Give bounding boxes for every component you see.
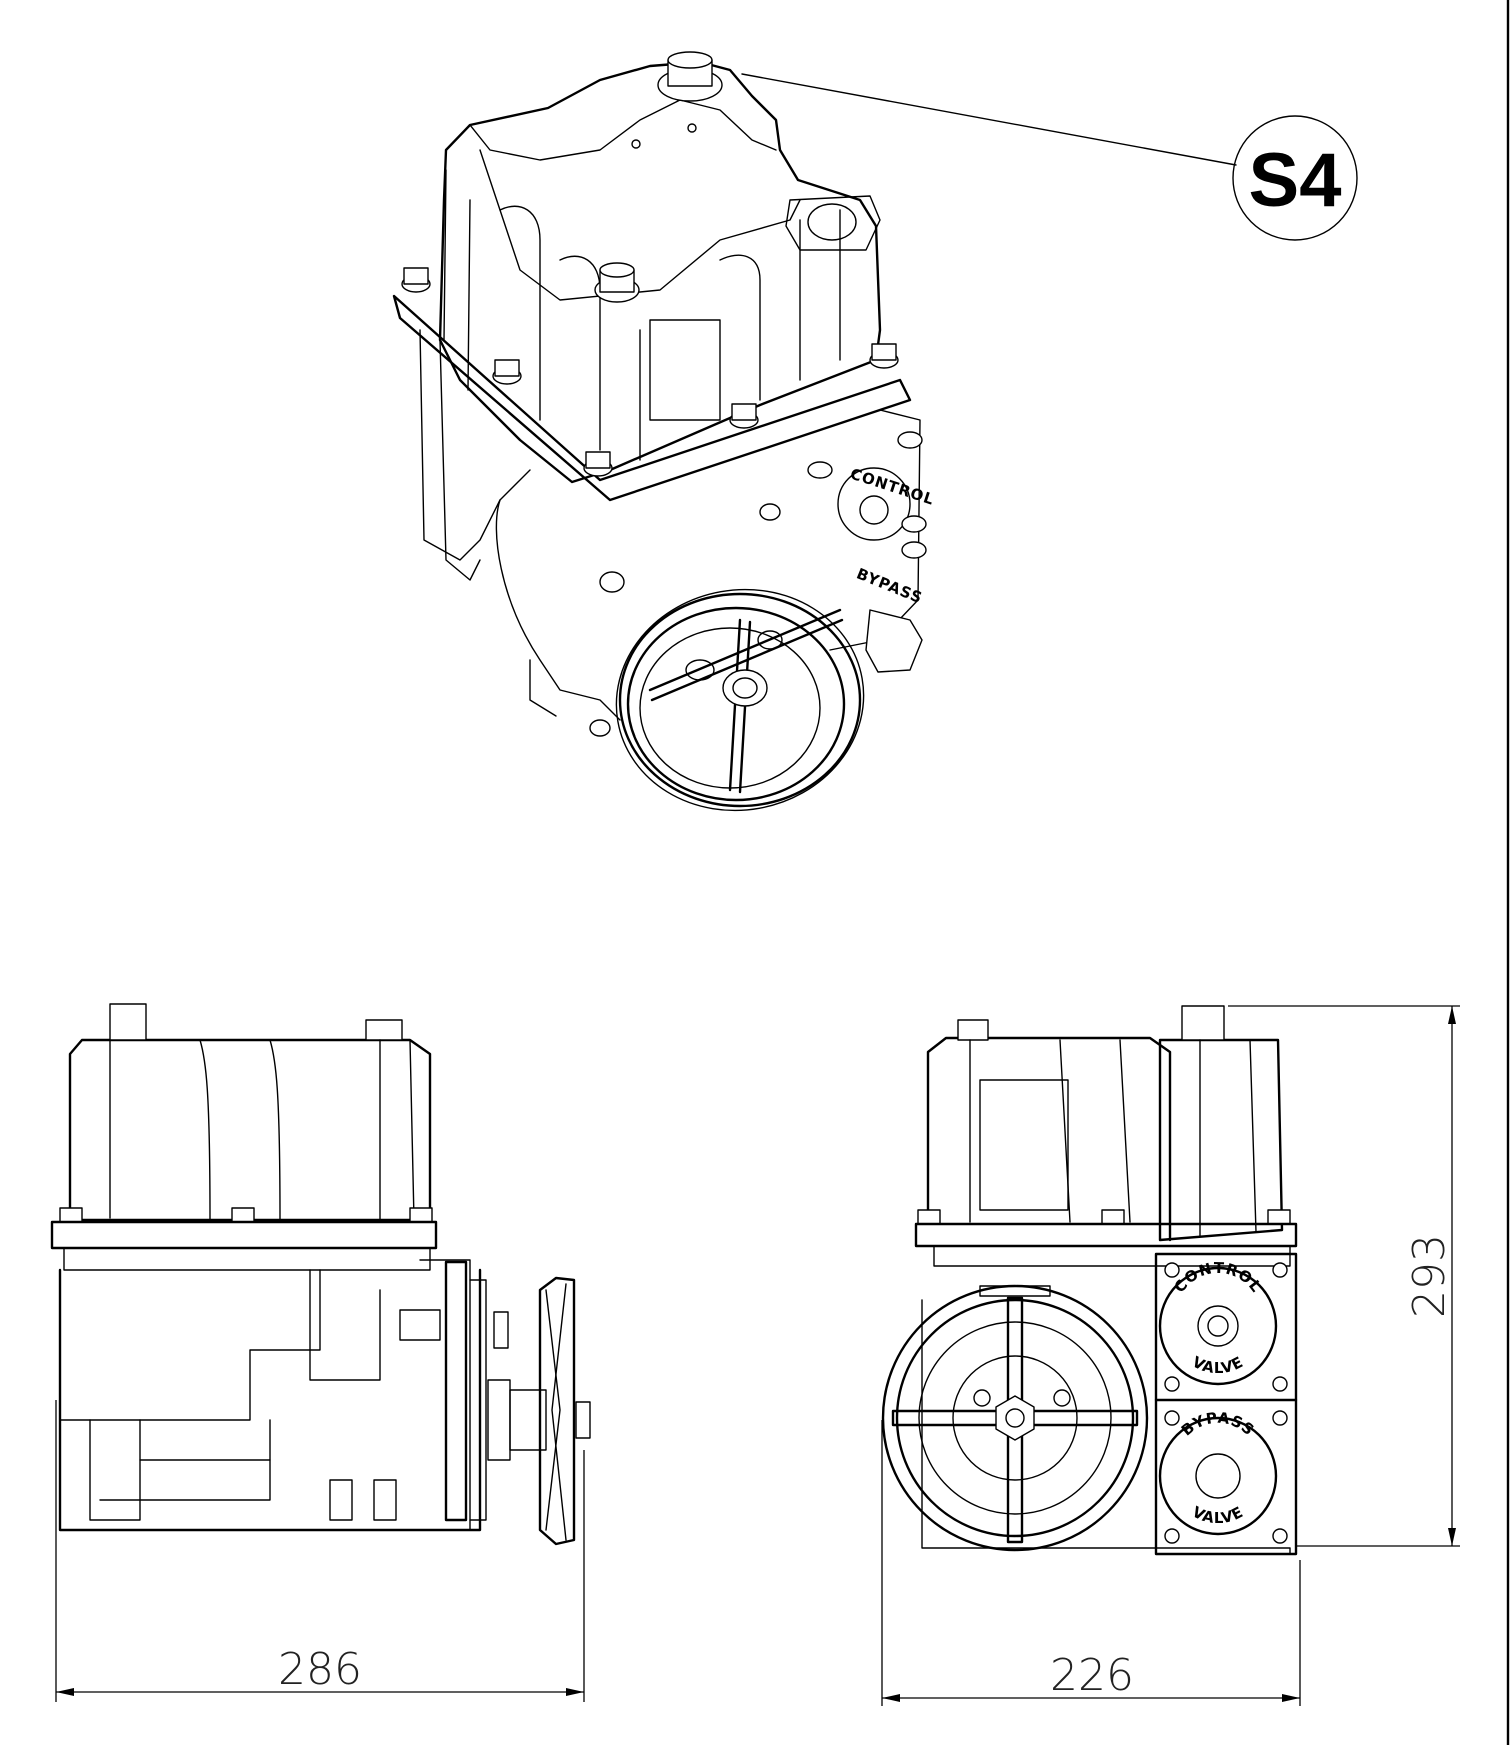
front-height-value: 293 [1404,1234,1455,1318]
front-width-dimension: 226 [881,1420,1301,1706]
front-width-value: 226 [1050,1650,1134,1701]
iso-bypass-label: BYPASS [854,565,925,608]
mounting-flange [392,294,912,502]
callout-label: S4 [1249,138,1342,223]
front-height-dimension: 293 [1228,1005,1460,1547]
side-view [50,1003,591,1546]
front-flange [914,1222,1298,1248]
side-top-plug [109,1003,147,1041]
front-top-plug [1181,1005,1225,1041]
bypass-valve-top-text: BYPASS [1178,1409,1258,1440]
front-housing [926,1036,1172,1242]
lower-body-left [419,329,531,561]
side-width-value: 286 [278,1644,362,1695]
side-lower-body [58,1268,482,1532]
callout-circle [1232,115,1358,241]
front-view: CONTROL VALVE BYPASS VALVE [881,1005,1298,1556]
housing-top-edge [469,99,777,161]
side-flange [50,1220,438,1250]
control-valve-top-text: CONTROL [1170,1259,1265,1296]
side-width-dimension: 286 [55,1400,585,1702]
sight-window [649,319,721,421]
pump-casing [495,499,621,721]
bypass-valve-bottom-text: VALVE [1189,1503,1246,1527]
housing-outline [438,60,882,484]
callout-leader-line [741,73,1237,166]
side-pulley [538,1276,576,1546]
side-housing [68,1038,432,1222]
control-valve-bottom-text: VALVE [1189,1353,1246,1377]
bypass-valve [1158,1416,1278,1536]
cover-plate-edge [479,149,801,301]
control-valve [1158,1266,1278,1386]
outlet-port [785,195,881,251]
callout-bubble: S4 [1232,115,1358,241]
isometric-view: CONTROL BYPASS [392,51,1237,812]
flange-bolts [401,267,899,477]
iso-pulley [615,588,865,812]
iso-control-label: CONTROL [848,465,937,509]
front-pulley [881,1284,1149,1552]
front-outlet-tower [1158,1038,1284,1242]
front-sight-window [979,1079,1069,1211]
front-valve-block [1154,1252,1298,1556]
